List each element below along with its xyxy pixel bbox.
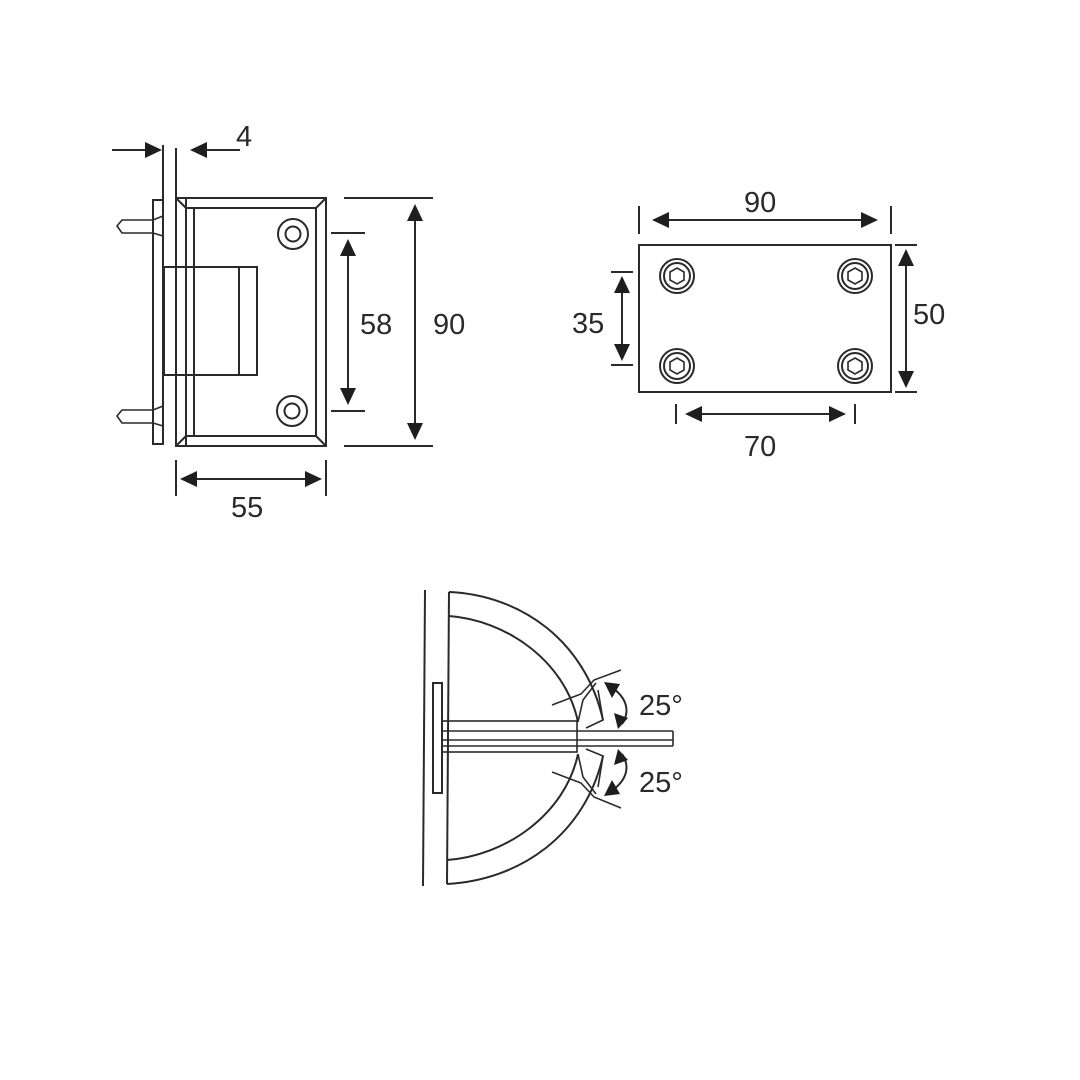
hex-screw-icon: [659, 258, 695, 294]
plate-width-dimension: 90: [638, 187, 892, 234]
screw-icon: [277, 218, 309, 250]
wall-line: [422, 589, 426, 887]
width-label: 55: [231, 492, 263, 524]
swing-view: 25° 25°: [422, 589, 683, 887]
width-dimension: 55: [175, 460, 327, 524]
total-height-dimension: 90: [344, 197, 465, 447]
plate-height-dimension: 50: [895, 244, 945, 393]
angle-down-label: 25°: [639, 767, 683, 799]
hole-horizontal-spacing-label: 70: [744, 431, 776, 463]
hex-screw-icon: [837, 258, 873, 294]
hex-screw-icon: [837, 348, 873, 384]
total-height-label: 90: [433, 309, 465, 341]
hex-screw-icon: [659, 348, 695, 384]
thickness-dimension: 4: [112, 121, 252, 445]
plate-view: 90: [572, 187, 945, 463]
hinge-body: [163, 197, 327, 447]
hole-vertical-spacing-dimension: 35: [572, 271, 633, 366]
inner-height-label: 58: [360, 309, 392, 341]
hole-horizontal-spacing-dimension: 70: [675, 404, 856, 463]
thickness-label: 4: [236, 121, 252, 153]
mounting-plate: [638, 244, 892, 393]
wall-bolt-bottom: [115, 405, 164, 427]
glass-door: [441, 720, 674, 753]
side-view: 4: [112, 121, 465, 524]
wall-plate: [432, 682, 443, 794]
inner-height-dimension: 58: [331, 232, 392, 412]
screw-icon: [276, 395, 308, 427]
angle-up-label: 25°: [639, 690, 683, 722]
hole-vertical-spacing-label: 35: [572, 308, 604, 340]
wall-bolt-top: [115, 215, 164, 237]
plate-width-label: 90: [744, 187, 776, 219]
plate-height-label: 50: [913, 299, 945, 331]
